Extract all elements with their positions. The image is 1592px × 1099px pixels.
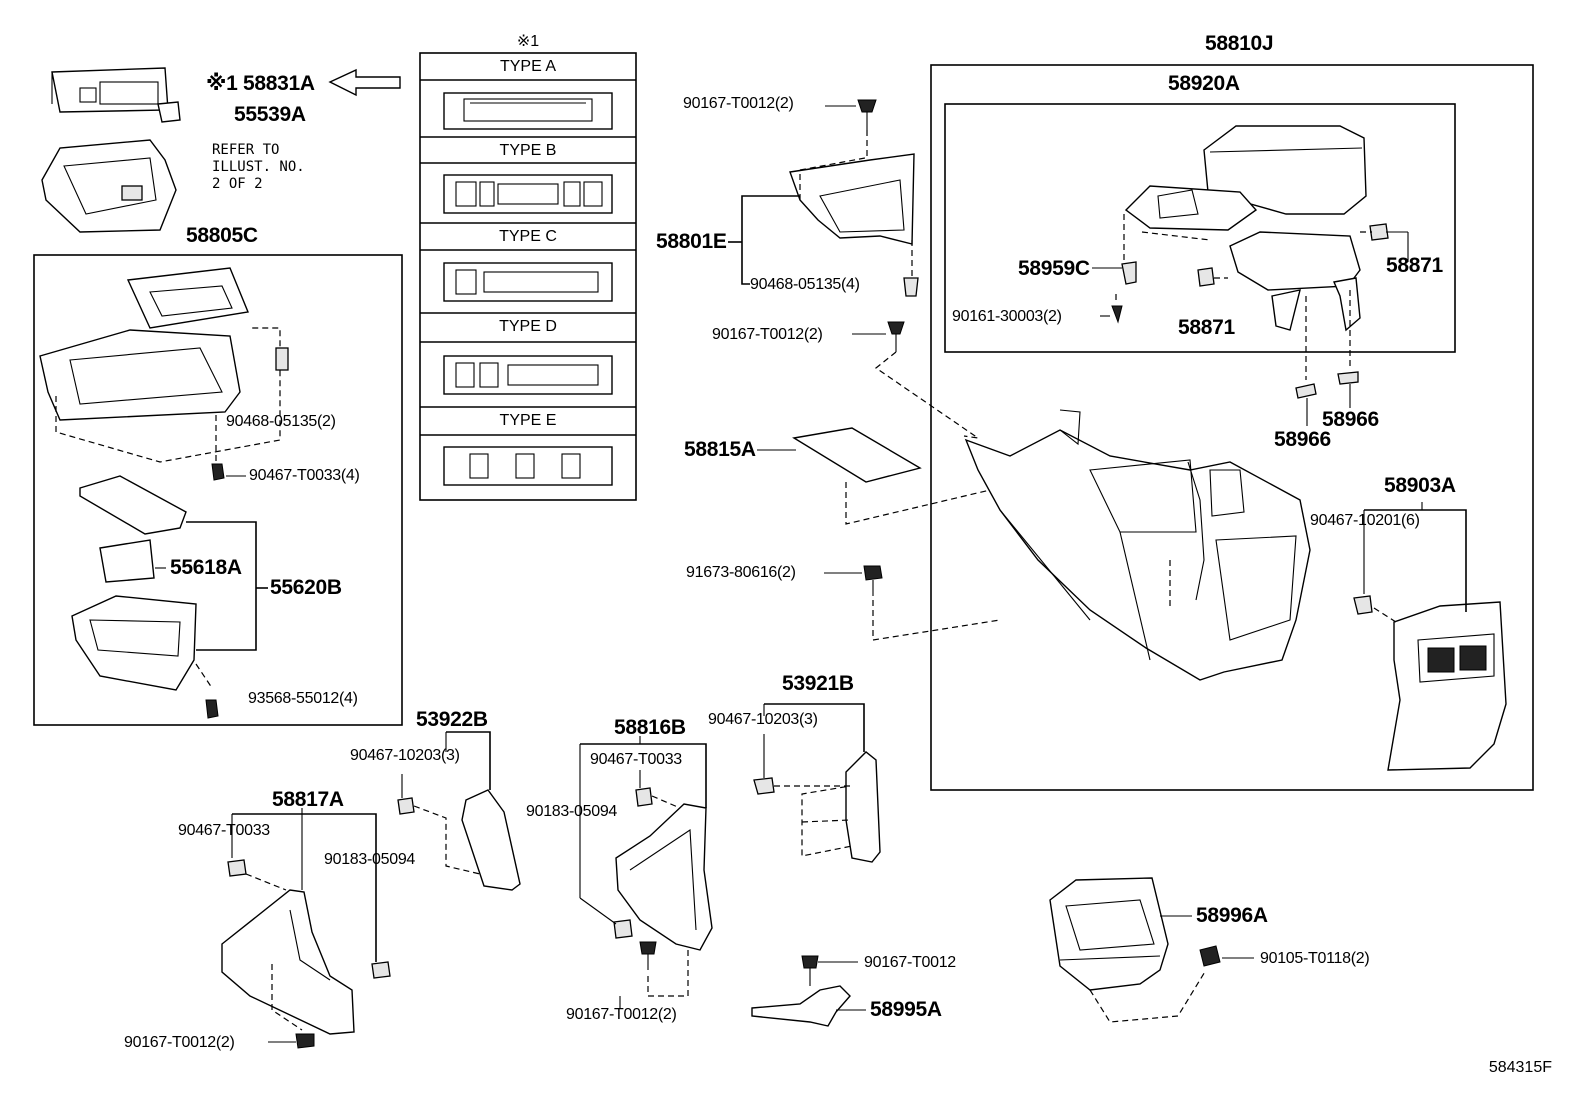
type-a-label: TYPE A — [499, 58, 557, 75]
label-91673-80616: 91673-80616(2) — [686, 564, 796, 581]
figure-code: 584315F — [1488, 1059, 1552, 1076]
label-90468-05135-4: 90468-05135(4) — [750, 276, 860, 293]
label-58801E: 58801E — [656, 230, 727, 253]
label-90467-T0033-4: 90467-T0033(4) — [249, 467, 360, 484]
arrow-left-icon — [328, 68, 401, 97]
part-58805C-bezel — [39, 329, 241, 421]
refer-note: REFER TO ILLUST. NO. 2 OF 2 — [212, 142, 305, 192]
label-90161-30003: 90161-30003(2) — [952, 308, 1062, 325]
part-58817A-drawing — [221, 889, 355, 1035]
label-58831A: ※1 58831A — [206, 72, 315, 95]
label-90105-T0118: 90105-T0118(2) — [1260, 950, 1370, 967]
type-b-label: TYPE B — [499, 142, 557, 159]
part-58996A-drawing — [1049, 877, 1169, 991]
part-58816B-drawing — [615, 803, 713, 951]
label-90183-05094-left: 90183-05094 — [324, 851, 416, 868]
label-58805C: 58805C — [186, 224, 258, 247]
label-90167-T0012-mid: 90167-T0012(2) — [712, 326, 823, 343]
label-90467-10203-right: 90467-10203(3) — [708, 711, 818, 728]
label-93568-55012: 93568-55012(4) — [248, 690, 358, 707]
label-58815A: 58815A — [684, 438, 756, 461]
label-53921B: 53921B — [782, 672, 854, 695]
label-90467-10201: 90467-10201(6) — [1310, 512, 1420, 529]
label-90467-10203-left: 90467-10203(3) — [350, 747, 460, 764]
type-d-label: TYPE D — [499, 318, 557, 335]
part-55539A-drawing — [157, 101, 181, 123]
part-53921B-drawing — [845, 751, 881, 863]
label-58959C: 58959C — [1018, 257, 1090, 280]
part-58995A-drawing — [751, 985, 851, 1027]
label-55539A: 55539A — [234, 103, 306, 126]
label-58966-right: 58966 — [1322, 408, 1379, 431]
part-58920A-armrest — [1124, 125, 1367, 332]
part-lid-drawing — [79, 475, 187, 535]
frame-58805C — [33, 254, 403, 726]
label-58817A: 58817A — [272, 788, 344, 811]
part-58831A-drawing — [51, 67, 169, 113]
label-55618A: 55618A — [170, 556, 242, 579]
label-58920A: 58920A — [1168, 72, 1240, 95]
label-58810J: 58810J — [1205, 32, 1274, 55]
types-header: ※1 — [516, 33, 540, 50]
part-58903A-drawing — [1387, 601, 1507, 771]
label-90467-T0033-left: 90467-T0033 — [178, 822, 270, 839]
label-58903A: 58903A — [1384, 474, 1456, 497]
label-90468-05135-2: 90468-05135(2) — [226, 413, 336, 430]
part-58805C-top-panel — [126, 267, 249, 329]
label-90183-05094-center: 90183-05094 — [526, 803, 618, 820]
label-58871-right: 58871 — [1386, 254, 1443, 277]
label-58995A: 58995A — [870, 998, 942, 1021]
label-58816B: 58816B — [614, 716, 686, 739]
label-58996A: 58996A — [1196, 904, 1268, 927]
label-53922B: 53922B — [416, 708, 488, 731]
part-tray-drawing — [71, 595, 197, 691]
label-90167-T0012-top: 90167-T0012(2) — [683, 95, 794, 112]
label-58871-left: 58871 — [1178, 316, 1235, 339]
part-refer-drawing — [41, 139, 177, 233]
part-58810J-console — [964, 409, 1311, 681]
part-58801E-drawing — [789, 153, 915, 284]
type-c-label: TYPE C — [499, 228, 557, 245]
label-90167-T0012-single: 90167-T0012 — [864, 954, 956, 971]
frame-58810J — [930, 64, 1534, 791]
label-90167-T0012-bottom-center: 90167-T0012(2) — [566, 1006, 677, 1023]
part-55618A-drawing — [99, 539, 155, 583]
label-90167-T0012-bottom-left: 90167-T0012(2) — [124, 1034, 235, 1051]
type-e-label: TYPE E — [499, 412, 557, 429]
part-53922B-drawing — [461, 789, 521, 891]
part-58815A-drawing — [792, 427, 922, 483]
type-table — [419, 52, 637, 501]
label-55620B: 55620B — [270, 576, 342, 599]
clip-90468-drawing — [275, 347, 289, 371]
frame-58920A — [944, 103, 1456, 353]
label-90467-T0033-center: 90467-T0033 — [590, 751, 682, 768]
label-58966-left: 58966 — [1274, 428, 1331, 451]
